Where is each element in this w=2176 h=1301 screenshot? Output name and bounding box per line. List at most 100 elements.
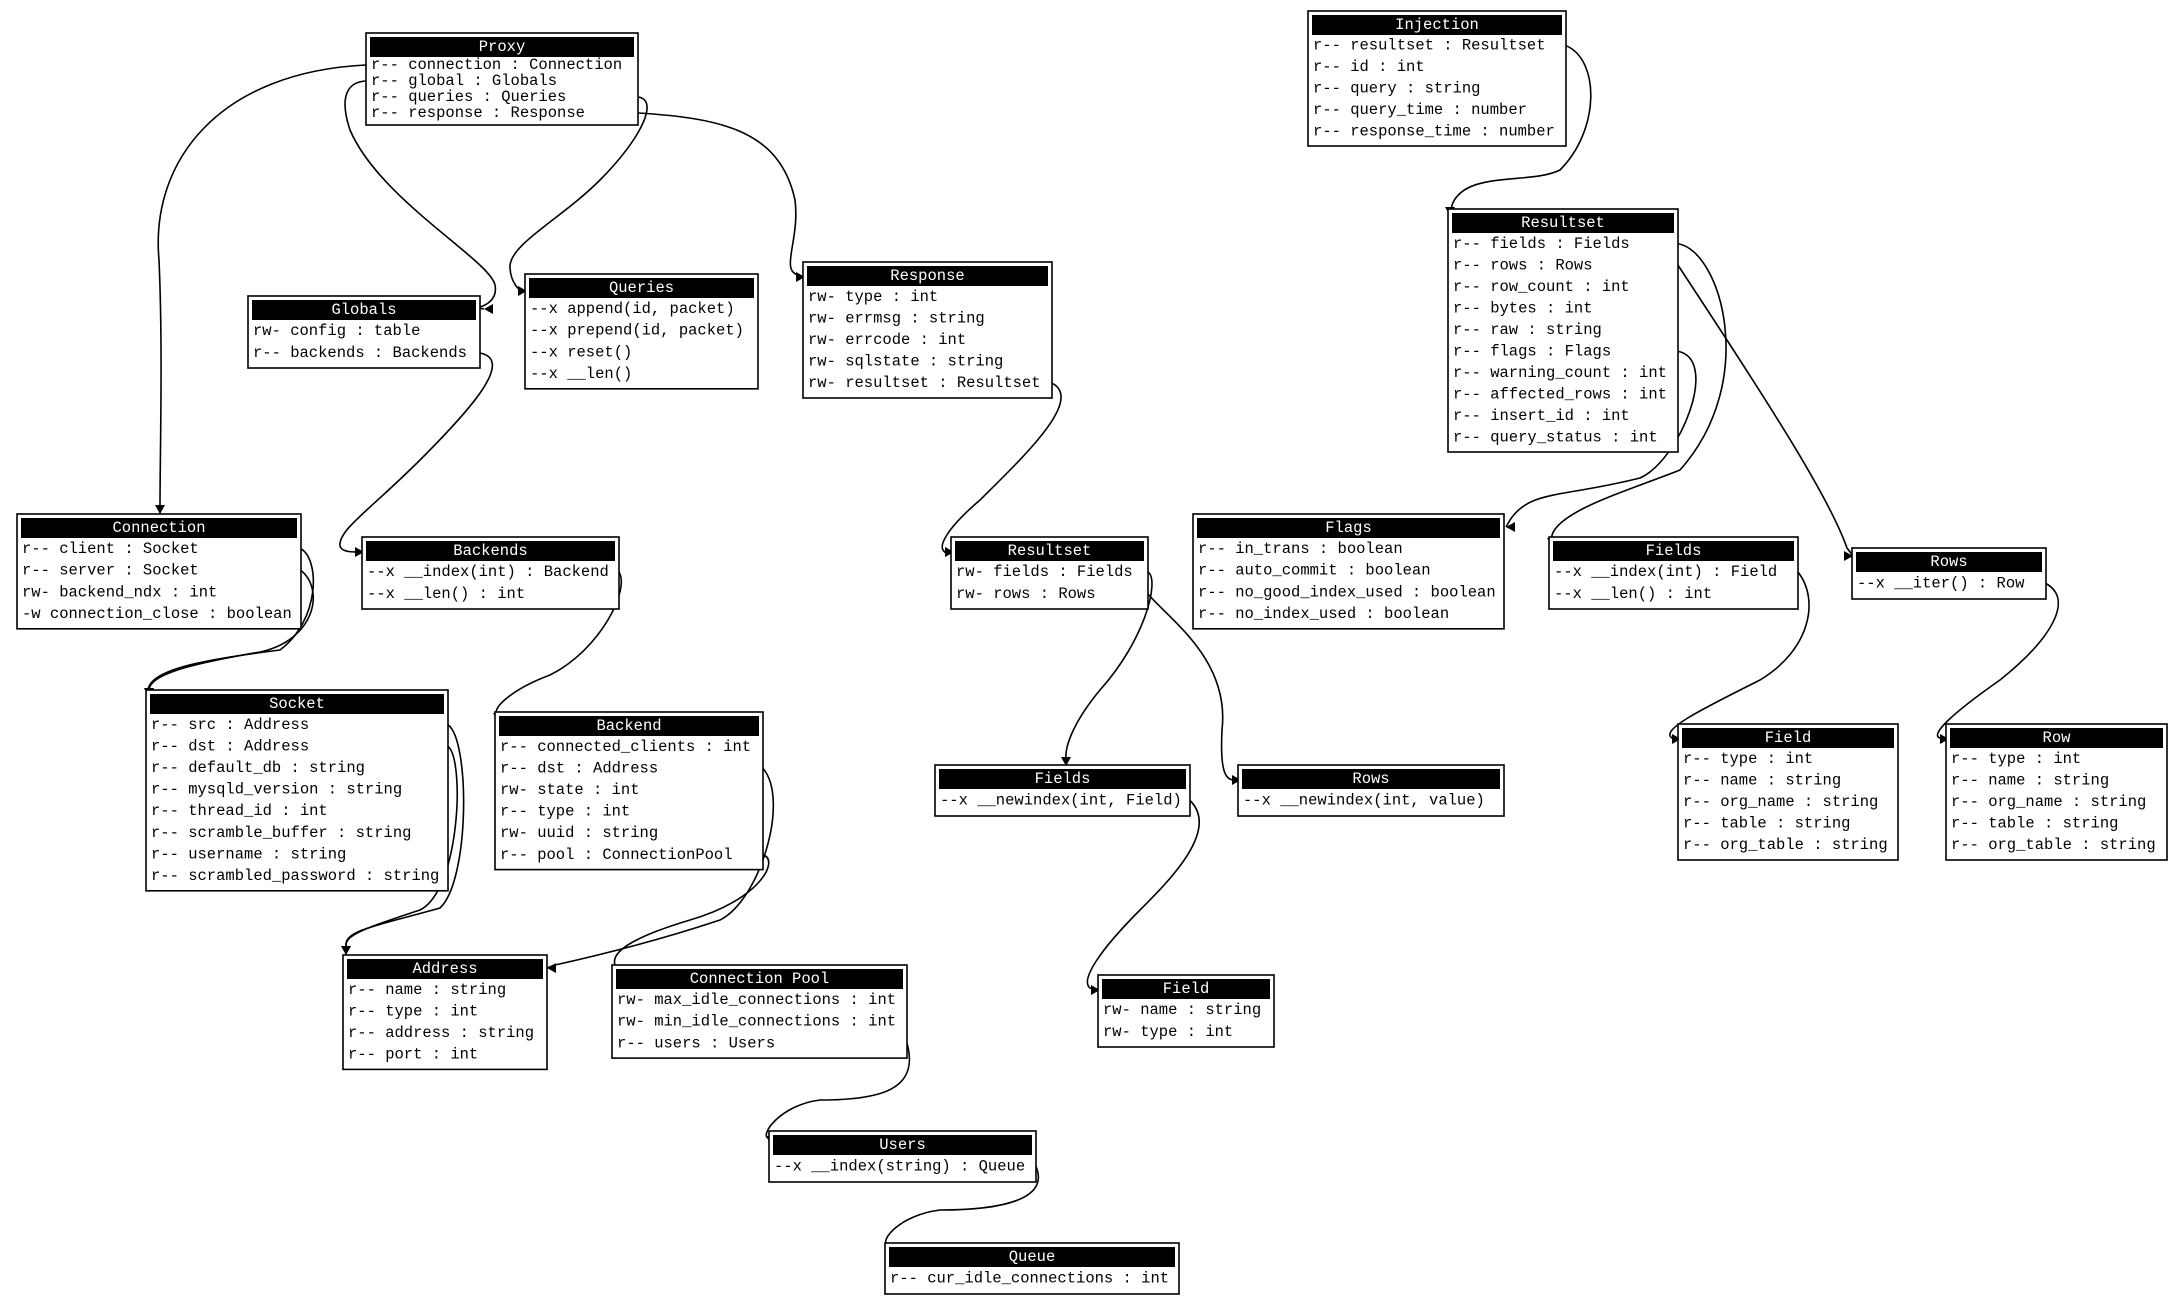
class-field: r-- server : Socket <box>22 562 199 580</box>
class-field: r-- name : string <box>1951 771 2109 789</box>
arrowhead-icon <box>155 505 165 514</box>
class-field: --x __newindex(int, value) <box>1243 792 1485 810</box>
class-field: rw- config : table <box>253 322 420 340</box>
edge-connection-to-socket <box>147 548 315 698</box>
class-field: r-- query_status : int <box>1453 428 1658 446</box>
class-field: rw- type : int <box>808 288 938 306</box>
class-field: r-- name : string <box>1683 771 1841 789</box>
class-field: r-- id : int <box>1313 58 1425 76</box>
class-box-header <box>955 541 1144 561</box>
edge-proxy-to-response <box>637 112 806 278</box>
class-field: --x append(id, packet) <box>530 300 735 318</box>
class-title: Proxy <box>479 38 526 56</box>
class-box-frame <box>1447 208 1679 453</box>
class-box-header <box>1950 728 2163 748</box>
class-field: r-- affected_rows : int <box>1453 385 1667 403</box>
class-box-header <box>150 694 444 714</box>
class-field: r-- connected_clients : int <box>500 738 751 756</box>
class-box-header <box>889 1247 1175 1267</box>
arrowhead-icon <box>484 304 493 314</box>
class-field: r-- name : string <box>348 981 506 999</box>
class-title: Backend <box>596 717 661 735</box>
class-box-backends: Backends--x __index(int) : Backend--x __… <box>361 536 620 610</box>
class-field: --x __newindex(int, Field) <box>940 792 1182 810</box>
class-box-frame <box>494 711 764 871</box>
class-title: Response <box>890 267 964 285</box>
class-title: Socket <box>269 695 325 713</box>
class-field: --x __len() <box>530 365 632 383</box>
class-box-rows-read: Rows--x __iter() : Row <box>1851 547 2047 600</box>
class-field: --x prepend(id, packet) <box>530 322 744 340</box>
arrowhead-icon <box>945 547 954 557</box>
class-field: rw- sqlstate : string <box>808 353 1003 371</box>
edge-socket-to-address <box>345 745 458 955</box>
class-box-header <box>1102 979 1270 999</box>
arrowhead-icon <box>1061 757 1071 766</box>
class-box-header <box>529 278 754 298</box>
class-field: r-- table : string <box>1951 815 2118 833</box>
class-field: r-- type : int <box>1951 750 2081 768</box>
class-field: r-- table : string <box>1683 815 1850 833</box>
edge-resultset-injection-to-fields-read <box>1551 242 1727 547</box>
class-title: Field <box>1765 729 1812 747</box>
class-field: r-- org_name : string <box>1683 793 1878 811</box>
edge-proxy-to-queries <box>509 96 648 292</box>
class-box-rows-write: Rows--x __newindex(int, value) <box>1237 764 1505 817</box>
class-field: r-- response : Response <box>371 104 585 122</box>
class-field: r-- users : Users <box>617 1034 775 1052</box>
class-field: r-- port : int <box>348 1046 478 1064</box>
class-field: r-- org_table : string <box>1951 836 2156 854</box>
edge-proxy-to-connection <box>157 64 367 514</box>
arrowhead-icon <box>1672 734 1681 744</box>
class-field: r-- queries : Queries <box>371 88 566 106</box>
class-field: --x __iter() : Row <box>1857 575 2025 593</box>
class-box-header <box>1452 213 1674 233</box>
edge-backend-to-connection-pool <box>613 854 770 976</box>
class-field: rw- rows : Rows <box>956 585 1096 603</box>
class-field: rw- errcode : int <box>808 331 966 349</box>
class-box-header <box>1197 518 1500 538</box>
class-field: r-- thread_id : int <box>151 802 328 820</box>
class-field: r-- flags : Flags <box>1453 342 1611 360</box>
class-field: r-- auto_commit : boolean <box>1198 562 1431 580</box>
edge-fields-write-to-field-write <box>1086 799 1201 991</box>
class-box-header <box>773 1135 1032 1155</box>
arrowhead-icon <box>1940 734 1949 744</box>
class-field: --x __index(int) : Field <box>1554 563 1777 581</box>
class-field: --x __index(int) : Backend <box>367 563 609 581</box>
class-field: r-- resultset : Resultset <box>1313 37 1546 55</box>
edge-injection-to-resultset-injection <box>1449 44 1592 217</box>
class-title: Fields <box>1646 542 1702 560</box>
class-field: r-- username : string <box>151 845 346 863</box>
class-field: --x __len() : int <box>1554 585 1712 603</box>
class-title: Field <box>1163 980 1210 998</box>
class-title: Resultset <box>1521 214 1605 232</box>
class-field: r-- client : Socket <box>22 540 199 558</box>
class-box-header <box>939 769 1186 789</box>
class-box-header <box>1553 541 1794 561</box>
class-field: r-- scramble_buffer : string <box>151 824 411 842</box>
class-box-fields-read: Fields --x __index(int) : Field --x __len(… <box>1548 536 1799 610</box>
edge-proxy-to-globals <box>344 80 497 310</box>
class-box-users: Users--x __index(string) : Queue <box>768 1130 1037 1183</box>
class-field: r-- no_good_index_used : boolean <box>1198 583 1496 601</box>
class-field: rw- fields : Fields <box>956 563 1133 581</box>
class-box-header <box>370 37 634 57</box>
class-title: Address <box>412 960 477 978</box>
class-field: -w connection_close : boolean <box>22 605 292 623</box>
edge-users-to-queue <box>884 1166 1039 1256</box>
class-field: r-- type : int <box>500 803 630 821</box>
class-box-header <box>1312 15 1562 35</box>
edge-resultset-injection-to-flags <box>1505 350 1697 528</box>
class-box-header <box>1242 769 1500 789</box>
class-field: rw- min_idle_connections : int <box>617 1013 896 1031</box>
